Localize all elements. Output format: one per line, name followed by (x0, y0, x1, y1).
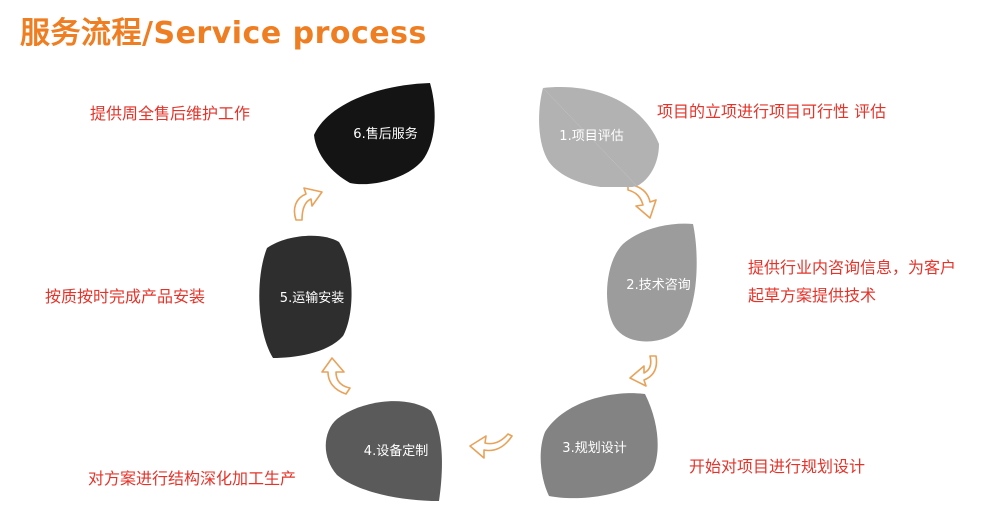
step-1-description-line: 项目的立项进行项目可行性 评估 (657, 102, 887, 121)
step-1-shape (539, 87, 659, 187)
step-2-petal (607, 223, 697, 342)
step-2-shape (607, 223, 697, 342)
step-1-petal-top (543, 87, 659, 186)
step-5-petal (259, 235, 352, 358)
step-5-node: 5.运输安装 (257, 232, 357, 360)
step-4-label: 4.设备定制 (363, 444, 429, 459)
step-5-description: 按质按时完成产品安装 (45, 283, 205, 311)
step-1-node: 1.项目评估 (535, 82, 660, 187)
step-1-description: 项目的立项进行项目可行性 评估 (657, 98, 886, 126)
step-4-petal (325, 401, 442, 501)
step-6-description: 提供周全售后维护工作 (90, 100, 250, 128)
step-5-description-line: 按质按时完成产品安装 (45, 287, 206, 306)
step-4-shape (325, 401, 442, 501)
page-title: 服务流程/Service process (20, 16, 427, 51)
curved-arrow-icon (627, 183, 657, 219)
step-3-node: 3.规划设计 (535, 392, 660, 500)
step-6-node: 6.售后服务 (312, 81, 437, 186)
step-1-petal (539, 88, 637, 187)
curved-arrow-icon (321, 357, 351, 395)
step-3-petal (540, 393, 658, 499)
curved-arrow-icon (469, 433, 513, 459)
step-3-shape (540, 393, 658, 499)
curved-arrow-icon (293, 187, 323, 221)
step-3-label: 3.规划设计 (562, 440, 627, 456)
step-2-description-line: 提供行业内咨询信息，为客户 (748, 258, 957, 277)
step-3-description-line: 开始对项目进行规划设计 (689, 457, 866, 476)
step-1-label: 1.项目评估 (559, 129, 624, 144)
step-3-description: 开始对项目进行规划设计 (689, 453, 865, 481)
step-2-description-line: 起草方案提供技术 (748, 286, 877, 305)
step-4-description: 对方案进行结构深化加工生产 (88, 465, 296, 493)
step-6-label: 6.售后服务 (353, 127, 418, 142)
step-4-description-line: 对方案进行结构深化加工生产 (88, 469, 297, 488)
step-2-node: 2.技术咨询 (605, 222, 700, 345)
step-5-shape (259, 235, 352, 358)
curved-arrow-icon (629, 355, 658, 387)
step-2-description: 提供行业内咨询信息，为客户 起草方案提供技术 (748, 254, 956, 310)
step-5-label: 5.运输安装 (279, 290, 345, 306)
step-6-shape (314, 83, 435, 185)
step-6-petal (314, 83, 435, 185)
step-6-description-line: 提供周全售后维护工作 (90, 104, 251, 123)
step-4-node: 4.设备定制 (323, 397, 443, 502)
step-2-label: 2.技术咨询 (626, 278, 691, 293)
